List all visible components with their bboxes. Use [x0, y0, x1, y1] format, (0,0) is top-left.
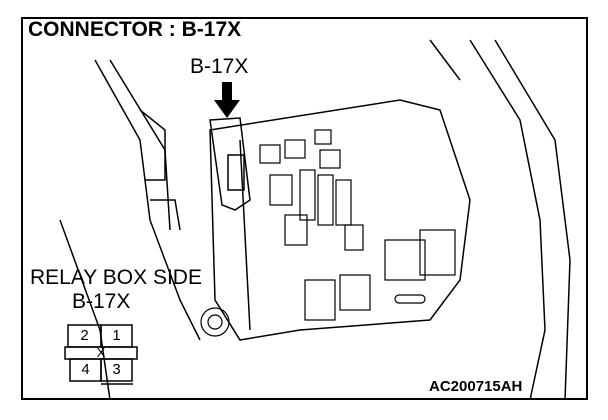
figure-code: AC200715AH — [429, 378, 523, 395]
connector-title: CONNECTOR : B-17X — [28, 18, 242, 41]
pin-4: 4 — [81, 361, 90, 378]
pin-1: 1 — [112, 327, 121, 344]
pin-3: 3 — [112, 361, 121, 378]
callout-label: B-17X — [190, 55, 249, 78]
key-mark: X — [96, 345, 106, 360]
diagram-frame — [21, 17, 588, 400]
arrow-down-icon — [214, 82, 240, 118]
connector-b17x-body — [209, 117, 251, 211]
side-connector-label: B-17X — [72, 290, 131, 313]
connector-face-diagram — [64, 324, 138, 385]
pin-2: 2 — [80, 327, 89, 344]
relay-box-side-label: RELAY BOX SIDE — [30, 266, 202, 289]
